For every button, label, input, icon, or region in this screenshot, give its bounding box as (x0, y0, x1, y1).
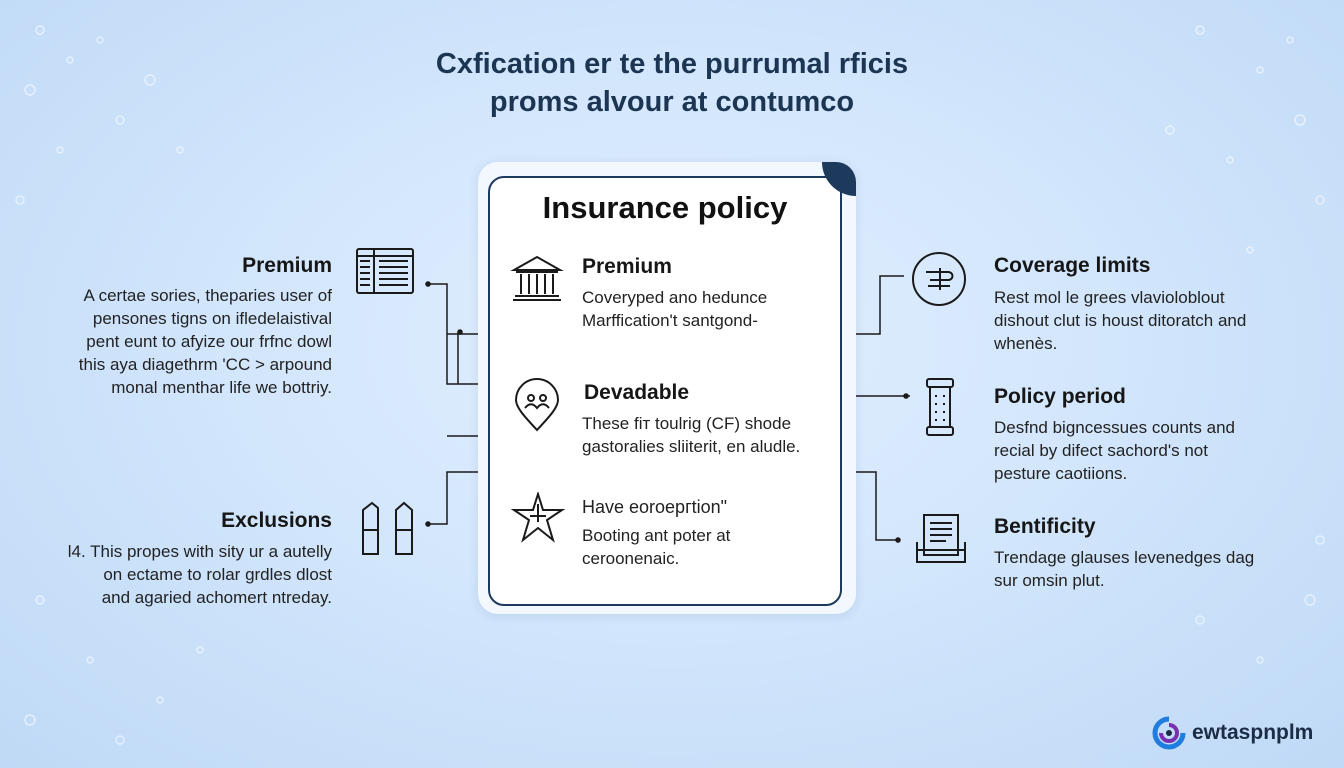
card-item-heading-devadable: Devadable (584, 381, 690, 404)
page-title-line-1: Cxfication er te the purrumal rficis (435, 48, 909, 80)
document-tray-icon (916, 514, 966, 563)
ledger-book-icon (356, 248, 414, 294)
card-item-text-devadable: These fiт toulrig (CF) shode gastoralies… (582, 414, 801, 456)
card-item-text-third: Booting ant poter at ceroonenaic. (582, 526, 731, 568)
right-text-policy-period: Desfnd bigncessues counts and recial by … (994, 418, 1235, 483)
bank-building-icon (510, 255, 564, 301)
right-text-coverage-limits: Rest mol le grees vlavioloblout dishout … (994, 288, 1247, 353)
location-pin-icon (514, 378, 560, 432)
star-burst-icon (510, 492, 566, 543)
document-panels-icon (362, 501, 413, 555)
right-heading-policy-period: Policy period (994, 385, 1126, 408)
card-title: Insurance policy (542, 190, 788, 225)
right-text-bentificity: Trendage glauses levenedges dag sur omsi… (994, 548, 1255, 590)
left-heading-exclusions: Exclusions (221, 509, 332, 532)
card-item-heading-third: Have eoroергtion" (582, 497, 728, 517)
left-text-exclusions: l4. This propes with sity ur a autelly o… (67, 542, 332, 607)
brand-name: ewtaspnplm (1192, 721, 1314, 744)
card-item-text-premium: Coverуped ano heduncе Marffication't san… (582, 288, 768, 330)
right-heading-coverage-limits: Coverage limits (994, 254, 1151, 277)
card-item-heading-premium: Premium (582, 255, 672, 278)
scroll-calendar-icon (926, 378, 954, 436)
left-heading-premium: Premium (242, 254, 332, 277)
right-heading-bentificity: Bentificity (994, 515, 1096, 538)
brand-logo: ewtaspnplm (1152, 714, 1313, 752)
page-title-line-2: proms alvour at contumco (489, 86, 855, 118)
left-text-premium: A certae sories, theparies user of penso… (78, 286, 332, 397)
brand-swirl-icon (1152, 716, 1186, 750)
coin-circle-icon (912, 252, 966, 306)
